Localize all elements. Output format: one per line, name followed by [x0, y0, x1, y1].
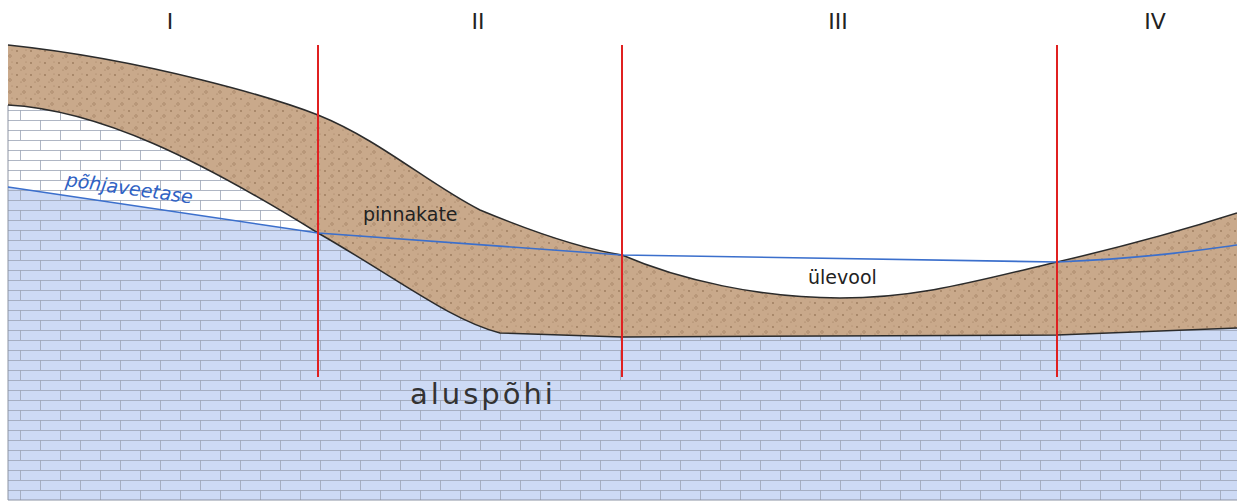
zone-number: II	[472, 11, 485, 33]
layer-label: aluspõhi	[410, 380, 556, 409]
zone-divider	[317, 45, 319, 377]
layer-label: pinnakate	[363, 205, 458, 224]
zone-label: ülevool	[808, 268, 877, 287]
zone-number: IV	[1144, 11, 1166, 33]
zone-divider	[1056, 45, 1058, 377]
zone-divider	[621, 45, 623, 377]
zone-number: III	[828, 11, 847, 33]
zone-number: I	[167, 11, 174, 33]
